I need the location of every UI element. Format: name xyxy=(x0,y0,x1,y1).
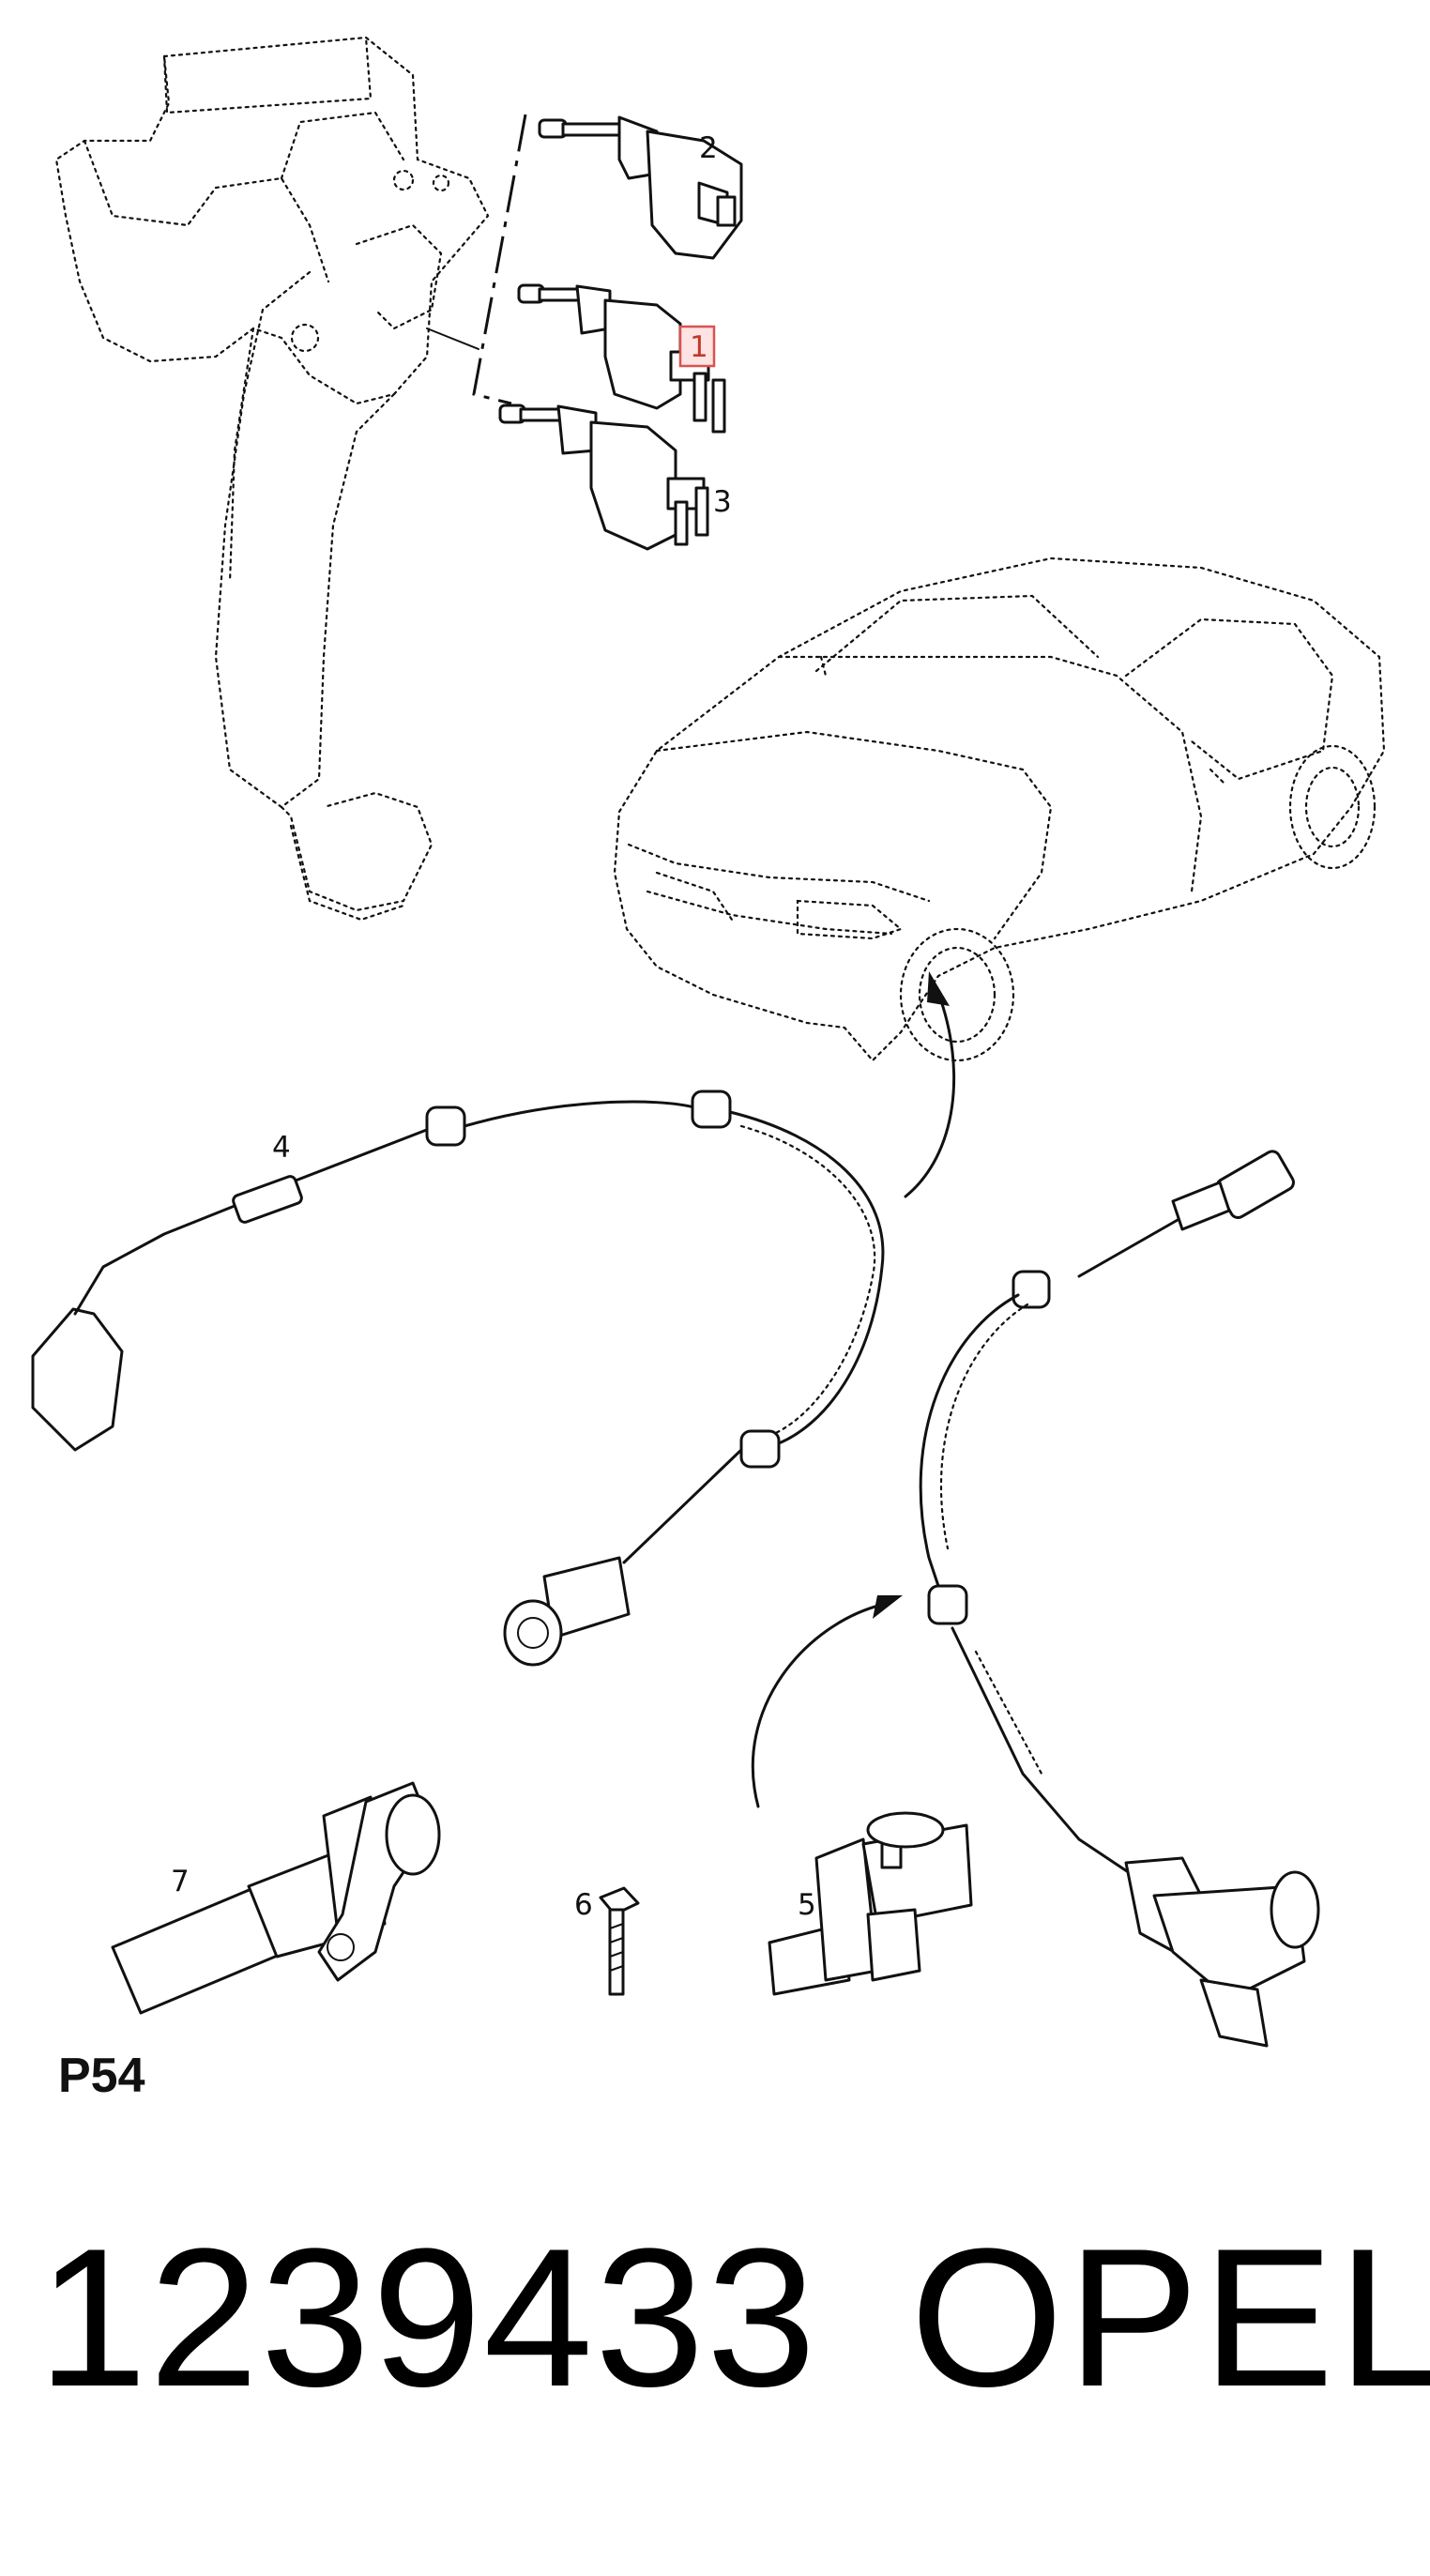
brake-light-switch-part-2 xyxy=(538,115,743,260)
callout-1-highlight-box xyxy=(678,325,716,368)
arrow-to-front-wheel xyxy=(904,971,956,1198)
wheel-speed-sensor-cable-part-4 xyxy=(31,1090,885,1667)
part-number: 1239433 xyxy=(38,2207,818,2428)
crankshaft-sensor-part-7 xyxy=(111,1781,441,2015)
arrow-to-rear-sensor xyxy=(752,1595,903,1808)
page-code: P54 xyxy=(58,2049,145,2103)
pedal-bracket-assembly xyxy=(54,36,490,922)
callout-2: 2 xyxy=(699,131,718,165)
switch-group-bracket xyxy=(472,114,527,405)
callout-6: 6 xyxy=(574,1888,593,1922)
callout-3: 3 xyxy=(713,485,732,519)
vehicle-outline xyxy=(613,556,1386,1062)
brand-name: OPEL xyxy=(910,2207,1430,2428)
clutch-switch-part-3 xyxy=(498,404,709,551)
leader-line xyxy=(426,328,479,350)
callout-1: 1 xyxy=(690,330,708,364)
rear-wheel-speed-sensor-cable xyxy=(919,1150,1320,2048)
callout-labels: 2 1 3 4 7 6 5 xyxy=(171,131,816,1922)
clip-part-5 xyxy=(768,1811,973,1996)
callout-4: 4 xyxy=(272,1131,291,1165)
screw-part-6 xyxy=(599,1886,640,1996)
callout-5: 5 xyxy=(798,1888,816,1922)
callout-7: 7 xyxy=(171,1865,190,1898)
